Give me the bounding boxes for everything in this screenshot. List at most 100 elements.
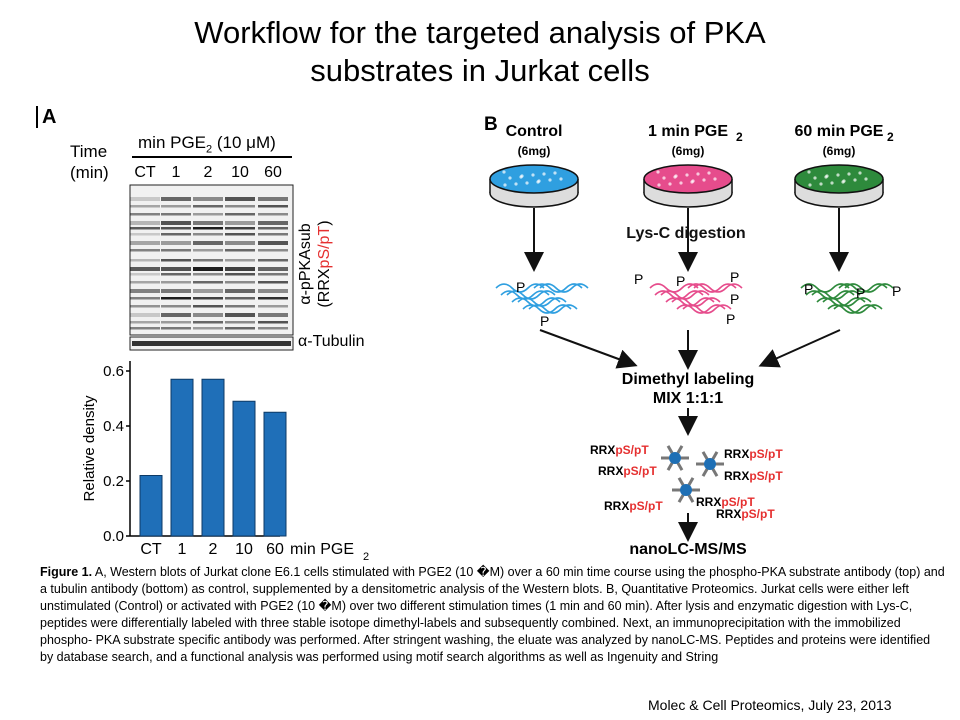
cell-dot bbox=[542, 172, 546, 176]
phospho-mark: P bbox=[856, 285, 865, 301]
condition-amount: (6mg) bbox=[672, 144, 705, 158]
cell-dot bbox=[514, 182, 518, 186]
panel-b-label: B bbox=[484, 114, 498, 135]
blot-band bbox=[130, 213, 160, 216]
cell-dot bbox=[685, 173, 689, 177]
phospho-mark: P bbox=[730, 269, 739, 285]
blot-band bbox=[161, 241, 191, 245]
peptide-strand bbox=[687, 283, 737, 293]
treatment-concentration: (10 μM) bbox=[216, 133, 276, 152]
blot-band bbox=[161, 227, 191, 230]
blot-band bbox=[193, 197, 223, 201]
y-tick-label: 0.6 bbox=[103, 363, 124, 380]
peptide-strand bbox=[693, 283, 743, 293]
y-tick-label: 0.0 bbox=[103, 528, 124, 545]
blot-band bbox=[193, 267, 223, 271]
peptide-strand bbox=[533, 283, 583, 293]
figure-caption: Figure 1. A, Western blots of Jurkat clo… bbox=[40, 564, 945, 666]
blot-band bbox=[258, 227, 288, 230]
x-tick-label: 60 bbox=[266, 541, 284, 558]
cell-dot bbox=[707, 171, 711, 175]
caption-body: A, Western blots of Jurkat clone E6.1 ce… bbox=[40, 565, 945, 664]
condition-name: 1 min PGE bbox=[648, 123, 728, 140]
petri-dish-medium bbox=[489, 164, 579, 194]
blot-band bbox=[130, 281, 160, 284]
blot-band bbox=[161, 313, 191, 317]
blot-band bbox=[258, 297, 288, 300]
peptide-strand bbox=[676, 304, 726, 314]
cell-dot bbox=[808, 183, 812, 187]
blot-band bbox=[130, 267, 160, 271]
time-label-line2: (min) bbox=[70, 163, 109, 182]
blot-band bbox=[258, 321, 288, 324]
step-final: nanoLC-MS/MS bbox=[629, 541, 747, 558]
time-label-line1: Time bbox=[70, 142, 108, 161]
cell-dot bbox=[559, 177, 563, 181]
blot-band bbox=[225, 227, 255, 230]
lane-label: CT bbox=[134, 164, 156, 181]
blot-band bbox=[225, 213, 255, 216]
motif-label: RRXpS/pT bbox=[590, 443, 649, 457]
blot-band bbox=[161, 205, 191, 208]
blot-band bbox=[225, 273, 255, 276]
blot-band bbox=[225, 233, 255, 236]
condition-amount: (6mg) bbox=[518, 144, 551, 158]
cell-dot bbox=[674, 174, 678, 178]
blot-band bbox=[193, 313, 223, 317]
blot-band bbox=[130, 233, 160, 236]
blot-band bbox=[161, 305, 191, 308]
time-label: Time (min) bbox=[70, 141, 109, 183]
blot-band bbox=[258, 327, 288, 330]
motif-label: RRXpS/pT bbox=[716, 507, 775, 521]
peptide-strand bbox=[539, 283, 589, 293]
phospho-mark: P bbox=[540, 313, 549, 329]
petri-dish-medium bbox=[643, 164, 733, 194]
cell-dot bbox=[656, 170, 660, 174]
blot-band bbox=[225, 313, 255, 317]
x-tick-label: 1 bbox=[178, 541, 187, 558]
peptide-strand bbox=[682, 304, 732, 314]
cell-dot bbox=[825, 174, 829, 178]
blot-band bbox=[258, 197, 288, 201]
blot-band bbox=[130, 227, 160, 230]
blot-band bbox=[193, 327, 223, 330]
blot-band bbox=[225, 197, 255, 201]
y-axis-label: Relative density bbox=[81, 395, 98, 501]
blot-band bbox=[161, 289, 191, 293]
blot-band bbox=[161, 267, 191, 271]
x-tick-label: 10 bbox=[235, 541, 253, 558]
cell-dot bbox=[819, 182, 823, 186]
cell-dot bbox=[691, 179, 695, 183]
peptide-strand bbox=[838, 283, 888, 293]
antibody-prefix: (RRX bbox=[316, 268, 333, 308]
blot-antibody-label: α-pPKAsub (RRXpS/pT) bbox=[297, 190, 333, 330]
motif-label: RRXpS/pT bbox=[724, 469, 783, 483]
blot-band bbox=[193, 273, 223, 276]
blot-band bbox=[258, 249, 288, 252]
blot-band bbox=[258, 267, 288, 271]
blot-band bbox=[258, 313, 288, 317]
blot-band bbox=[161, 197, 191, 201]
blot-band bbox=[225, 205, 255, 208]
tubulin-band bbox=[132, 341, 291, 346]
cell-dot bbox=[531, 173, 535, 177]
step-labeling: Dimethyl labeling bbox=[622, 371, 754, 388]
cell-dot bbox=[853, 178, 857, 182]
phospho-mark: P bbox=[730, 291, 739, 307]
blot-band bbox=[258, 259, 288, 262]
peptide-strand bbox=[833, 304, 883, 314]
blot-band bbox=[130, 205, 160, 208]
blot-band bbox=[130, 297, 160, 300]
blot-band bbox=[130, 327, 160, 330]
title-line-2: substrates in Jurkat cells bbox=[310, 53, 650, 88]
lane-label: 1 bbox=[172, 164, 181, 181]
blot-band bbox=[225, 221, 255, 225]
bar bbox=[201, 378, 225, 537]
blot-band bbox=[193, 213, 223, 216]
cell-dot bbox=[668, 182, 672, 186]
blot-band bbox=[130, 241, 160, 245]
lane-label: 60 bbox=[264, 164, 282, 181]
motif-label: RRXpS/pT bbox=[604, 499, 663, 513]
